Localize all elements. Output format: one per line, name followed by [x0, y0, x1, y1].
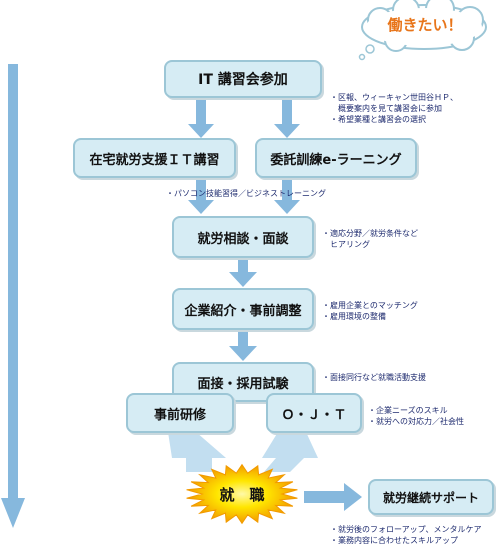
- step-elearning: 委託訓練e-ラーニング: [255, 138, 417, 178]
- step-home-support: 在宅就労支援ＩＴ講習: [73, 138, 236, 178]
- note-line: 概要案内を見て講習会に参加: [330, 104, 442, 113]
- note-line: ・区報、ウィーキャン世田谷ＨＰ、: [330, 93, 458, 102]
- arrow-matching-to-interview: [229, 330, 257, 361]
- step-matching: 企業紹介・事前調整: [172, 288, 314, 330]
- note-line: ・適応分野／就労条件など: [322, 229, 418, 238]
- step-pretraining: 事前研修: [126, 393, 234, 433]
- note-line: ヒアリング: [322, 240, 370, 249]
- step-support: 就労継続サポート: [368, 479, 494, 515]
- thought-cloud: [358, 0, 487, 61]
- note-matching: ・雇用企業とのマッチング ・雇用環境の整備: [322, 300, 418, 322]
- arrow-consult-to-matching: [229, 258, 257, 287]
- note-it-course: ・区報、ウィーキャン世田谷ＨＰ、 概要案内を見て講習会に参加 ・希望業種と講習会…: [330, 92, 458, 125]
- note-line: ・業務内容に合わせたスキルアップ: [330, 536, 458, 545]
- arrow-home-to-consult: [188, 178, 214, 214]
- note-line: ・就労後のフォローアップ、メンタルケア: [330, 525, 482, 534]
- arrow-ojt-to-employment: [262, 432, 318, 472]
- arrow-elearning-to-consult: [274, 178, 300, 214]
- arrow-it-to-elearning: [274, 98, 300, 138]
- step-employment: 就 職: [219, 486, 265, 504]
- note-line: ・就労への対応力／社会性: [368, 417, 464, 426]
- employment-burst: [186, 463, 298, 525]
- timeline-arrow: [1, 64, 25, 528]
- cloud-text: 働きたい！: [387, 16, 463, 34]
- note-consult: ・適応分野／就労条件など ヒアリング: [322, 228, 418, 250]
- note-ojt: ・企業ニーズのスキル ・就労への対応力／社会性: [368, 405, 464, 427]
- step-it-course: IT 講習会参加: [164, 60, 322, 98]
- note-line: ・希望業種と講習会の選択: [330, 115, 426, 124]
- note-support: ・就労後のフォローアップ、メンタルケア ・業務内容に合わせたスキルアップ: [330, 524, 481, 546]
- note-line: ・雇用環境の整備: [322, 312, 386, 321]
- step-consult: 就労相談・面談: [172, 216, 314, 258]
- arrow-employment-to-support: [304, 483, 362, 511]
- step-ojt: Ｏ・Ｊ・Ｔ: [266, 393, 362, 433]
- note-line: ・雇用企業とのマッチング: [322, 301, 418, 310]
- arrow-pretraining-to-employment: [168, 432, 226, 472]
- note-line: ・面接同行など就職活動支援: [322, 373, 426, 382]
- arrow-it-to-home: [188, 98, 214, 138]
- note-training: ・パソコン技能習得／ビジネストレーニング: [166, 188, 326, 199]
- note-interview: ・面接同行など就職活動支援: [322, 372, 426, 383]
- note-line: ・パソコン技能習得／ビジネストレーニング: [166, 189, 326, 198]
- note-line: ・企業ニーズのスキル: [368, 406, 448, 415]
